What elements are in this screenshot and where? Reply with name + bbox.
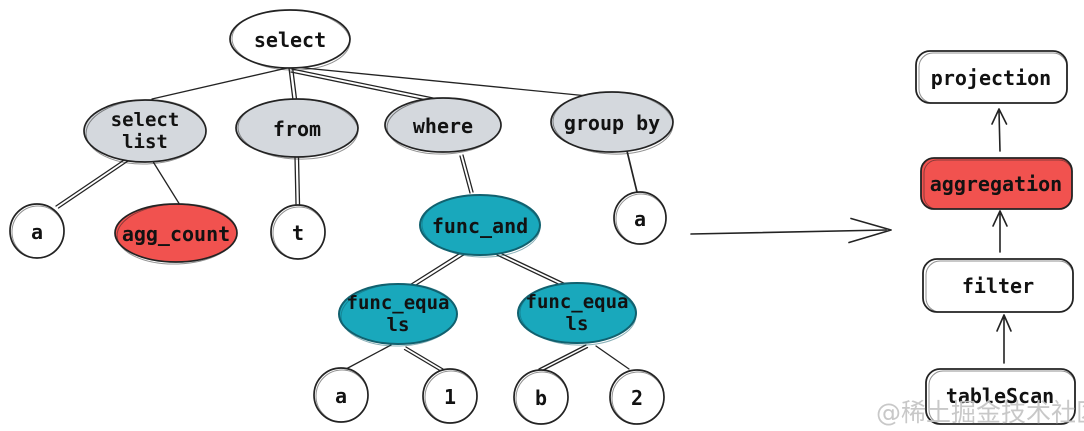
edge-from-t (294, 156, 301, 205)
plan-node-tablescan: tableScan (925, 368, 1076, 425)
a3-sketch (315, 369, 369, 423)
a3-label: a (335, 384, 347, 408)
one-sketch (424, 370, 478, 424)
aggregation-sketch (923, 159, 1073, 210)
edge-select-groupby (293, 66, 589, 97)
func-and-label: func_and (432, 214, 528, 238)
ast-node-agg-count: agg_count (114, 203, 238, 265)
a1-sketch (11, 205, 65, 259)
aggregation-label: aggregation (930, 172, 1062, 196)
ast-node-func-equals-right: func_equa ls (517, 282, 637, 346)
ast-node-from: from (235, 98, 359, 160)
tablescan-label: tableScan (946, 384, 1054, 408)
ast-node-group-by: group by (550, 91, 674, 155)
tablescan-sketch (928, 370, 1076, 425)
group-by-sketch (552, 91, 674, 155)
a2-sketch (615, 193, 667, 245)
b-label: b (535, 386, 547, 410)
agg-count-sketch (116, 203, 238, 265)
edge-funcequalsl-1 (403, 346, 444, 373)
edge-selectlist-a (55, 157, 131, 209)
ast-node-b-leaf: b (513, 369, 569, 425)
t-label: t (292, 221, 304, 245)
agg-count-label: agg_count (122, 222, 230, 246)
a1-label: a (31, 220, 43, 244)
projection-sketch (918, 52, 1068, 104)
where-label: where (413, 114, 473, 138)
ast-node-1-leaf: 1 (422, 368, 478, 424)
func-equals-right-line2: ls (566, 313, 589, 335)
edge-select-where (290, 68, 439, 103)
transform-arrow-shaft (690, 229, 887, 235)
ast-node-2-leaf: 2 (609, 369, 665, 425)
plan-node-aggregation: aggregation (920, 157, 1073, 210)
filter-label: filter (962, 274, 1034, 298)
func-equals-left-sketch (340, 283, 458, 347)
plan-node-projection: projection (915, 50, 1068, 104)
select-list-label-line1: select (111, 109, 180, 131)
edge-funcequalsr-b (538, 344, 589, 373)
edge-where-funcand (459, 154, 474, 194)
transform-arrow-head (848, 217, 892, 244)
where-sketch (386, 97, 502, 155)
edge-groupby-a (626, 150, 638, 193)
two-sketch (611, 371, 665, 425)
projection-label: projection (931, 66, 1051, 90)
select-sketch (231, 9, 351, 71)
edge-funcequalsr-2 (595, 345, 630, 370)
from-sketch (237, 98, 359, 160)
arrow-up-tablescan-filter-icon (996, 314, 1012, 364)
edge-selectlist-aggcount (151, 159, 181, 206)
select-list-sketch (85, 99, 207, 165)
group-by-label: group by (564, 111, 660, 135)
func-equals-left-line2: ls (387, 314, 410, 336)
ast-node-t: t (270, 204, 326, 260)
func-equals-left-line1: func_equa (347, 292, 450, 314)
ast-node-a-under-groupby: a (613, 191, 667, 245)
ast-node-func-and: func_and (419, 194, 541, 258)
ast-node-select: select (229, 9, 351, 71)
ast-node-where: where (384, 97, 502, 155)
watermark: @稀土掘金技术社区 (876, 398, 1084, 427)
ast-edges (55, 66, 638, 373)
ast-node-select-list: select list (83, 99, 207, 165)
transform-arrow-icon (690, 217, 892, 244)
from-label: from (273, 117, 321, 141)
select-label: select (254, 28, 326, 52)
ast-node-a-leaf: a (313, 367, 369, 423)
t-sketch (272, 206, 326, 260)
edge-funcequalsl-a (345, 344, 392, 370)
func-equals-right-line1: func_equa (526, 291, 629, 313)
plan-node-filter: filter (922, 258, 1074, 313)
a2-label: a (634, 207, 646, 231)
select-list-label-line2: list (122, 131, 168, 153)
one-label: 1 (444, 385, 456, 409)
ast-node-func-equals-left: func_equa ls (338, 283, 458, 347)
ast-node-a-under-selectlist: a (9, 203, 65, 259)
edge-select-selectlist (151, 67, 288, 100)
arrow-up-aggregation-projection-icon (991, 108, 1008, 152)
func-and-sketch (421, 194, 541, 258)
arrow-up-filter-aggregation-icon (992, 210, 1008, 253)
b-sketch (515, 371, 569, 425)
func-equals-right-sketch (519, 282, 637, 346)
two-label: 2 (631, 386, 643, 410)
filter-sketch (925, 260, 1074, 313)
